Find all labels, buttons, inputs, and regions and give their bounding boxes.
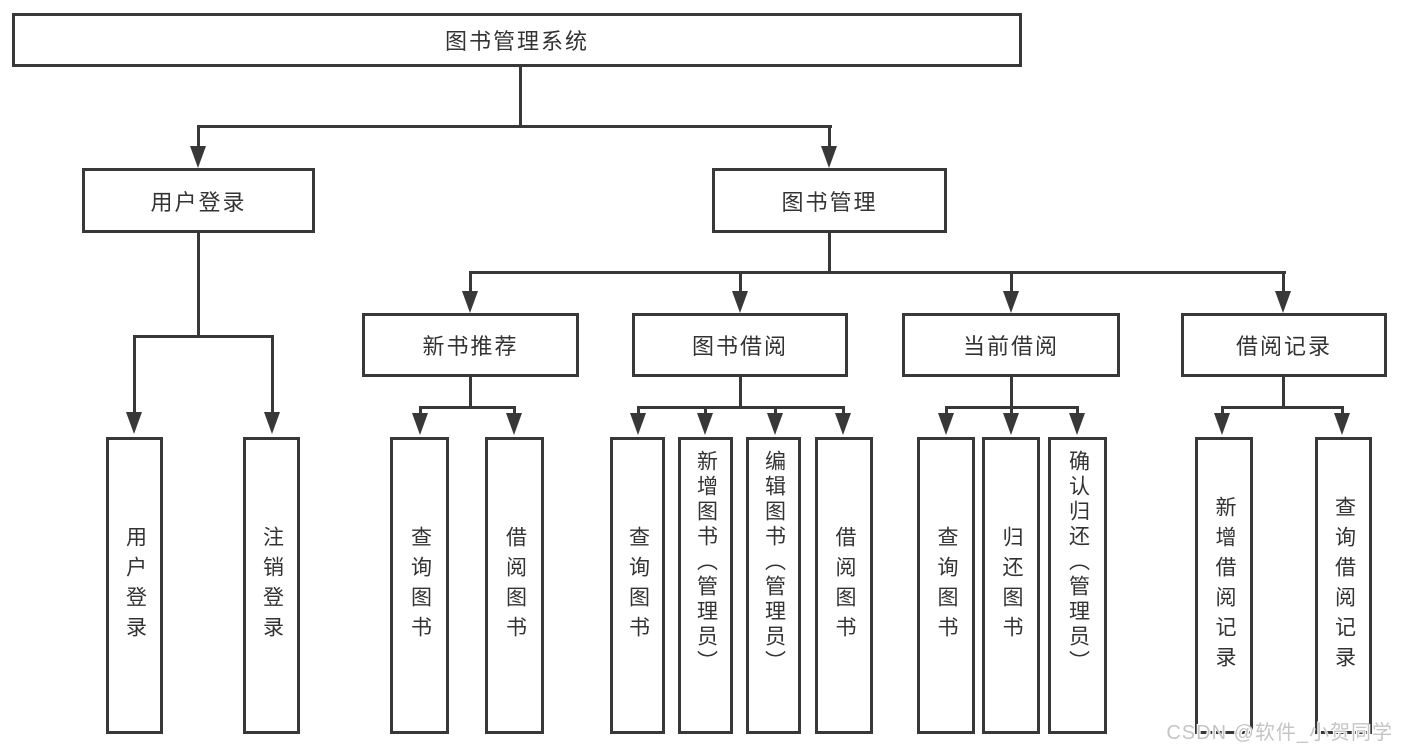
connector-stub [774,406,777,415]
watermark: CSDN @软件_小贺同学 [1166,722,1393,744]
leaf-borrowing-query-books: 查询图书 [610,437,665,734]
connector-stub [704,406,707,415]
connector-rail [637,406,844,409]
node-label: 图书借阅 [691,334,788,359]
arrow-down-icon [767,413,783,435]
arrow-down-icon [732,291,748,313]
leaf-records-add-record: 新增借阅记录 [1195,437,1253,734]
arrow-down-icon [412,413,428,435]
arrow-down-icon [1334,413,1350,435]
node-label: 用户登录 [150,189,247,215]
arrow-down-icon [835,413,851,435]
node-label: 当前借阅 [962,334,1059,359]
connector-stub [1221,406,1224,415]
leaf-label: 查询图书 [935,525,958,646]
leaf-label: 查询图书 [626,525,650,646]
leaf-label: 新增借阅记录 [1213,495,1236,676]
leaf-label: 借阅图书 [833,525,856,646]
connector-stub [1282,271,1285,292]
node-root: 图书管理系统 [12,13,1022,67]
leaf-label: 编辑图书（管理员） [762,450,786,675]
connector-stub [842,406,845,415]
arrow-down-icon [1275,291,1291,313]
connector-stem [828,233,831,273]
leaf-current-return-books: 归还图书 [982,437,1040,734]
connector-stub [197,125,200,148]
connector-stem [469,377,472,408]
node-label: 新书推荐 [422,334,519,359]
leaf-borrowing-borrow-books: 借阅图书 [815,437,873,734]
connector-stub [513,406,516,415]
node-label: 图书管理 [781,189,878,215]
node-label: 借阅记录 [1235,334,1332,359]
leaf-label: 归还图书 [1000,525,1023,646]
arrow-down-icon [1214,413,1230,435]
leaf-label: 确认归还（管理员） [1066,450,1090,675]
connector-stub [739,271,742,292]
connector-stub [1076,406,1079,415]
node-label: 图书管理系统 [444,29,589,54]
connector-stem [739,377,742,408]
leaf-user-login: 用户登录 [106,437,163,734]
arrow-down-icon [126,412,142,434]
arrow-down-icon [697,413,713,435]
leaf-logout: 注销登录 [243,437,300,734]
connector-stub [637,406,640,415]
arrow-down-icon [821,146,837,168]
connector-stub [419,406,422,415]
leaf-borrowing-add-books-admin: 新增图书（管理员） [678,437,733,734]
arrow-down-icon [190,146,206,168]
node-current-borrowing: 当前借阅 [902,313,1120,377]
connector-root-rail [197,125,832,128]
node-book-management: 图书管理 [712,168,947,233]
leaf-current-confirm-return-admin: 确认归还（管理员） [1048,437,1107,734]
leaf-label: 用户登录 [123,525,147,646]
arrow-down-icon [938,413,954,435]
arrow-down-icon [630,413,646,435]
connector-rail [1221,406,1344,409]
connector-stem [197,233,200,336]
connector-stub [1010,406,1013,415]
connector-stub [945,406,948,415]
connector-stub [1341,406,1344,415]
connector-stub [271,335,274,414]
leaf-label: 注销登录 [260,525,284,646]
node-book-borrowing: 图书借阅 [632,313,848,377]
node-user-login: 用户登录 [82,168,315,233]
connector-rail [133,335,274,338]
leaf-recommend-query-books: 查询图书 [390,437,449,734]
arrow-down-icon [1003,291,1019,313]
connector-root-stem [519,67,522,125]
leaf-label: 查询借阅记录 [1332,495,1356,676]
connector-stub [828,125,831,148]
arrow-down-icon [264,412,280,434]
connector-stem [1282,377,1285,408]
leaf-label: 新增图书（管理员） [694,450,718,675]
connector-rail [469,271,1286,274]
leaf-records-query-record: 查询借阅记录 [1315,437,1372,734]
arrow-down-icon [506,413,522,435]
arrow-down-icon [1003,413,1019,435]
connector-stem [1010,377,1013,408]
arrow-down-icon [462,291,478,313]
leaf-borrowing-edit-books-admin: 编辑图书（管理员） [746,437,801,734]
leaf-label: 借阅图书 [503,525,527,646]
leaf-current-query-books: 查询图书 [917,437,975,734]
node-new-book-recommend: 新书推荐 [362,313,579,377]
connector-stub [469,271,472,292]
connector-stub [1010,271,1013,292]
node-borrow-records: 借阅记录 [1181,313,1387,377]
connector-rail [419,406,516,409]
leaf-recommend-borrow-books: 借阅图书 [485,437,544,734]
connector-stub [133,335,136,414]
arrow-down-icon [1069,413,1085,435]
leaf-label: 查询图书 [408,525,432,646]
